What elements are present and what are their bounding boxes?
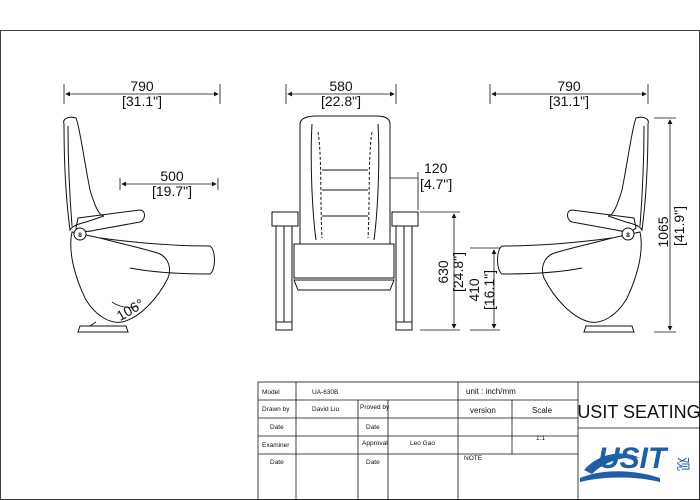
value-model: UA-630B	[312, 389, 338, 396]
label-examiner: Examiner	[262, 442, 290, 449]
dim-line-500	[119, 178, 219, 190]
logo-swoosh	[584, 453, 640, 474]
dim-line-580	[285, 84, 397, 104]
value-approval: Leo Gao	[410, 440, 435, 447]
label-proved-by: Proved by	[360, 404, 390, 411]
label-scale: Scale	[532, 406, 553, 415]
dim-500-in: [19.7"]	[152, 183, 192, 199]
dim-line-790-right	[489, 84, 649, 104]
value-drawn-by: David Liu	[312, 406, 339, 413]
dim-410-mm: 410	[466, 278, 482, 302]
dim-790-right-mm: 790	[557, 78, 581, 94]
dim-line-790-left	[63, 84, 221, 104]
logo-cjk: 观	[674, 457, 690, 471]
dim-1065-mm: 1065	[655, 216, 671, 247]
value-scale: 1:1	[536, 435, 545, 442]
dim-line-120	[390, 172, 419, 210]
dim-790-right-in: [31.1"]	[549, 93, 589, 109]
usit-logo: USIT 观	[580, 442, 690, 482]
armrest-tag-right: 8	[626, 232, 630, 239]
dim-120-in: [4.7"]	[420, 176, 452, 192]
dim-790-left-in: [31.1"]	[122, 93, 162, 109]
front-view	[271, 115, 419, 331]
label-version: version	[470, 406, 496, 415]
label-unit: unit : inch/mm	[466, 387, 516, 396]
dim-120-mm: 120	[424, 160, 448, 176]
armrest-tag-left: 8	[78, 232, 82, 239]
label-date-4: Date	[366, 459, 380, 466]
dim-580-in: [22.8"]	[321, 93, 361, 109]
label-approval: Approval	[362, 440, 388, 447]
armrest-tag-circle-left	[73, 227, 87, 241]
title-block-grid	[257, 381, 700, 500]
dim-line-410	[470, 247, 500, 331]
dim-790-left-mm: 790	[130, 78, 154, 94]
logo-text: USIT	[598, 442, 669, 475]
brand-name: USIT SEATING	[577, 402, 700, 422]
dim-1065-in: [41.9"]	[671, 206, 687, 246]
dim-line-630	[420, 211, 460, 331]
armrest-tag-circle-right	[621, 227, 635, 241]
label-date-2: Date	[366, 424, 380, 431]
dim-500-mm: 500	[160, 168, 184, 184]
side-view-right	[497, 116, 649, 333]
angle-arc	[111, 301, 139, 308]
label-model: Model	[262, 389, 280, 396]
dim-line-1065	[654, 117, 676, 333]
logo-swoosh-2	[580, 471, 660, 482]
label-drawn-by: Drawn by	[262, 406, 290, 413]
label-note: NOTE	[464, 455, 483, 462]
dim-410-in: [16.1"]	[481, 270, 497, 310]
label-date-3: Date	[270, 459, 284, 466]
dim-630-in: [24.8"]	[450, 252, 466, 292]
dim-630-mm: 630	[435, 260, 451, 284]
dim-580-mm: 580	[329, 78, 353, 94]
label-date-1: Date	[270, 424, 284, 431]
